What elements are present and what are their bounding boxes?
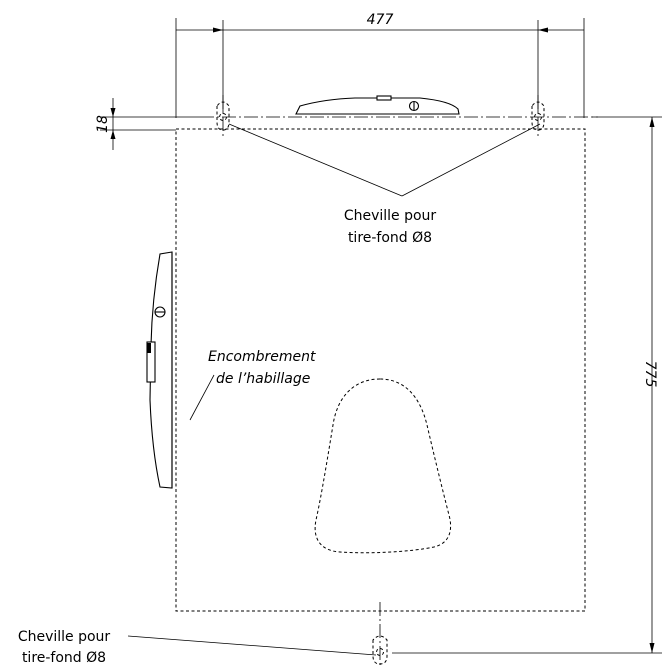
encombrement-outline	[175, 128, 586, 612]
anchor-bottom	[372, 602, 388, 665]
cheville-top-label-line1: Cheville pour	[344, 208, 437, 224]
anchor-top-left	[216, 95, 230, 136]
dimension-height: 775	[392, 116, 662, 654]
cheville-bottom-label-line2: tire-fond Ø8	[22, 650, 106, 666]
dimension-offset-label: 18	[95, 115, 111, 133]
dimension-width-label: 477	[367, 12, 394, 28]
cheville-bottom-label-line1: Cheville pour	[18, 629, 111, 645]
side-fitting	[146, 251, 173, 489]
top-fitting	[295, 95, 460, 115]
anchor-top-right	[531, 95, 545, 136]
encombrement-label-line2: de l’habillage	[216, 371, 310, 387]
cheville-top-label-line2: tire-fond Ø8	[348, 230, 432, 246]
bowl-outline	[314, 378, 452, 554]
dimension-height-label: 775	[642, 361, 658, 388]
leader-lines	[127, 123, 541, 656]
encombrement-label-line1: Encombrement	[208, 349, 316, 365]
dimension-width: 477	[175, 12, 585, 118]
dimension-offset: 18	[95, 98, 200, 150]
